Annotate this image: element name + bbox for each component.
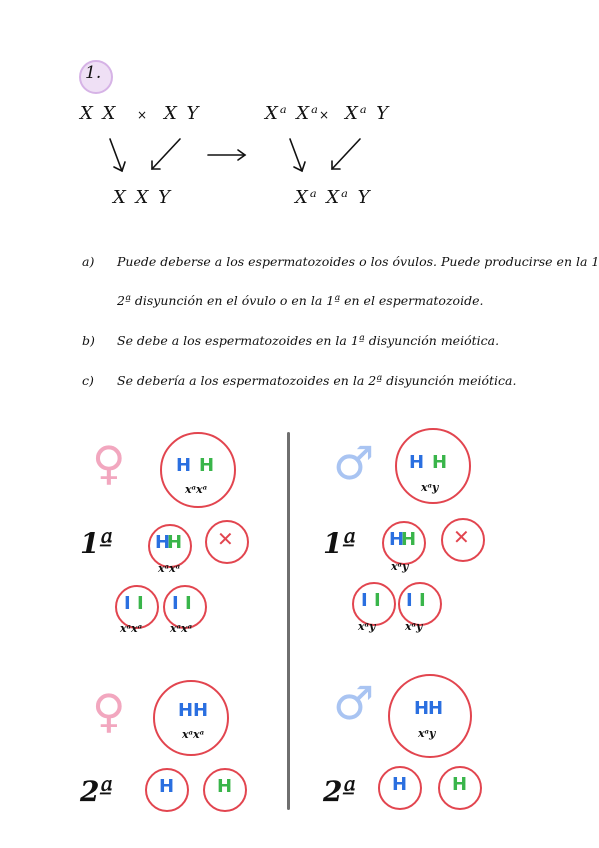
answer-text-a2: 2ª disyunción en el óvulo o en la 1ª en … (117, 293, 484, 308)
cross-right-female: Xᵃ Xᵃ (265, 103, 320, 124)
female-division-2: 2ª (80, 775, 114, 808)
male-div2-cell-a (378, 766, 422, 810)
female-gamete-1-blue: I (124, 593, 131, 614)
male-gamete-1-blue: I (361, 590, 368, 611)
heading-circle (79, 60, 113, 94)
male-gamete-1-green: I (374, 590, 381, 611)
female-div2-cell-b (203, 768, 247, 812)
female-gamete-1-label: xᵃxᵃ (120, 622, 143, 635)
male-cell-label-2: xᵃy (418, 727, 436, 740)
male-cell-2 (388, 674, 472, 758)
male-chrom-blue-2: H (414, 698, 430, 719)
female-daughter-a-blue: H (155, 532, 171, 553)
male-div2-blue: H (392, 774, 408, 795)
male-symbol-1: ♂ (333, 436, 375, 490)
center-divider (287, 432, 290, 810)
male-daughter-b-empty (441, 518, 485, 562)
female-division-1: 1ª (80, 527, 114, 560)
male-daughter-a-label: xᵃy (391, 560, 409, 573)
male-gamete-1-label: xᵃy (358, 620, 376, 633)
cross-left-male: X Y (164, 103, 201, 124)
male-gamete-2-label: xᵃy (405, 620, 423, 633)
male-daughter-a-green: H (401, 529, 417, 550)
female-gamete-1 (115, 585, 159, 629)
answer-label-a: a) (82, 254, 95, 269)
female-cell-label-1: xᵃxᵃ (185, 483, 208, 496)
female-symbol-1: ♀ (92, 436, 126, 490)
female-daughter-b-empty (205, 520, 249, 564)
male-daughter-a-blue: H (389, 529, 405, 550)
female-gamete-2 (163, 585, 207, 629)
female-div2-cell-a (145, 768, 189, 812)
male-chrom-blue-1: H (409, 452, 425, 473)
male-cell-1 (395, 428, 471, 504)
female-chrom-green-1: H (199, 455, 215, 476)
cross-right-sign: × (319, 108, 330, 122)
arrow-right-b (331, 138, 361, 170)
male-lost-chromosome-icon: ✕ (453, 525, 470, 549)
female-cell-label-2: xᵃxᵃ (182, 728, 205, 741)
cross-left-female: X X (80, 103, 118, 124)
answer-label-c: c) (82, 373, 94, 388)
male-chrom-blue-2b: H (428, 698, 444, 719)
question-number: 1. (85, 63, 102, 83)
female-chrom-blue-2b: H (193, 700, 209, 721)
answer-text-c: Se debería a los espermatozoides en la 2… (117, 373, 517, 388)
female-daughter-a-green: H (167, 532, 183, 553)
male-gamete-2-green: I (419, 590, 426, 611)
answer-text-a1: Puede deberse a los espermatozoides o lo… (117, 254, 599, 269)
female-gamete-2-label: xᵃxᵃ (170, 622, 193, 635)
answer-label-b: b) (82, 333, 95, 348)
male-div2-green: H (452, 774, 468, 795)
female-div2-blue: H (159, 776, 175, 797)
female-gamete-2-green: I (185, 593, 192, 614)
female-daughter-a (148, 524, 192, 568)
female-daughter-a-label: xᵃxᵃ (158, 562, 181, 575)
cross-left-offspring: X X Y (113, 187, 172, 208)
female-chrom-blue-2: H (178, 700, 194, 721)
male-gamete-1 (352, 582, 396, 626)
cross-arrows (109, 138, 361, 173)
arrow-left-b (151, 138, 181, 170)
male-div2-cell-b (438, 766, 482, 810)
male-gamete-2 (398, 582, 442, 626)
female-cell-1 (160, 432, 236, 508)
female-chrom-blue-1: H (176, 455, 192, 476)
female-gamete-1-green: I (137, 593, 144, 614)
female-cell-2 (153, 680, 229, 756)
cross-right-male: Xᵃ Y (345, 103, 391, 124)
female-gamete-2-blue: I (172, 593, 179, 614)
female-lost-chromosome-icon: ✕ (217, 527, 234, 551)
male-symbol-2: ♂ (333, 676, 375, 730)
female-div2-green: H (217, 776, 233, 797)
male-division-1: 1ª (323, 527, 357, 560)
male-gamete-2-blue: I (406, 590, 413, 611)
cross-right-offspring: Xᵃ Xᵃ Y (295, 187, 372, 208)
male-chrom-green-1: H (432, 452, 448, 473)
cross-left-sign: × (137, 108, 148, 122)
answer-text-b: Se debe a los espermatozoides en la 1ª d… (117, 333, 500, 348)
arrow-left-a (109, 138, 123, 172)
male-cell-label-1: xᵃy (421, 481, 439, 494)
male-daughter-a (382, 521, 426, 565)
female-symbol-2: ♀ (92, 684, 126, 738)
male-division-2: 2ª (323, 775, 357, 808)
arrow-right-a (289, 138, 303, 172)
